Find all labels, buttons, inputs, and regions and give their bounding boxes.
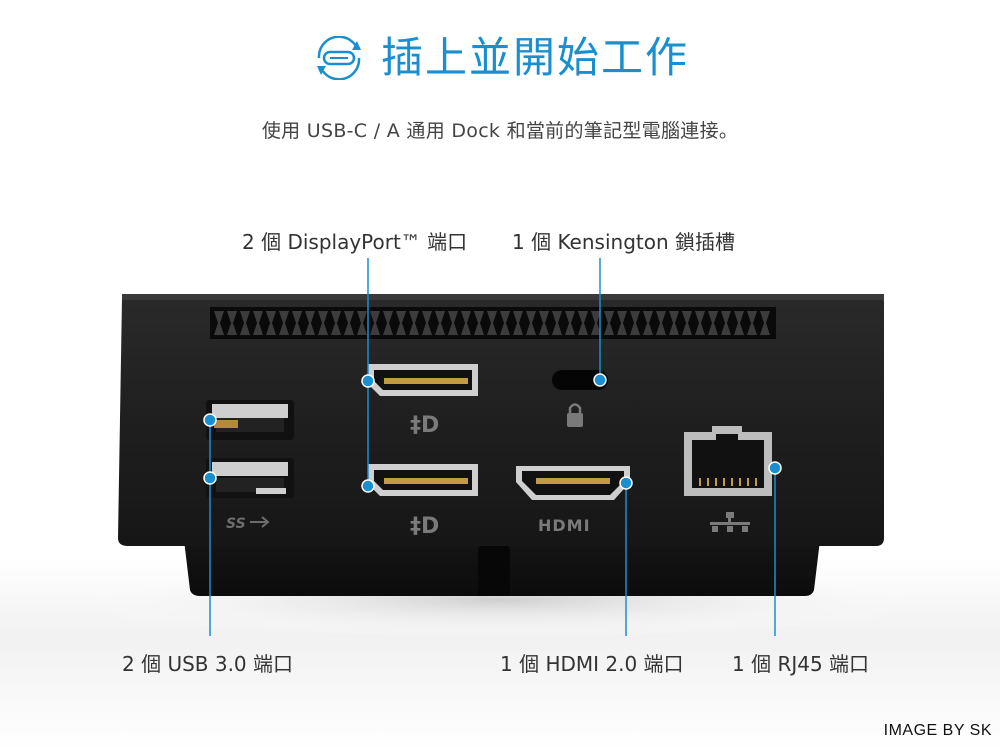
- kensington-slot: [552, 370, 608, 390]
- vent-slot: [435, 311, 445, 335]
- vent-slot: [448, 311, 458, 335]
- vent-slot: [396, 311, 406, 335]
- vent-slot: [656, 311, 666, 335]
- vent-slot: [279, 311, 289, 335]
- dot-usb-top: [203, 413, 217, 427]
- callout-dots: [203, 373, 782, 493]
- image-credit: IMAGE BY SK: [883, 722, 992, 739]
- dock-top-edge: [122, 294, 884, 300]
- dot-displayport-bottom: [361, 479, 375, 493]
- vent-slot: [253, 311, 263, 335]
- vent-slot: [617, 311, 627, 335]
- vent-slot: [565, 311, 575, 335]
- vent-slot: [305, 311, 315, 335]
- vent-slot: [695, 311, 705, 335]
- vent-slot: [734, 311, 744, 335]
- page-subtitle: 使用 USB-C / A 通用 Dock 和當前的筆記型電腦連接。: [261, 120, 739, 142]
- vent-slot: [266, 311, 276, 335]
- callout-rj45: 1 個 RJ45 端口: [732, 652, 870, 676]
- svg-text:‡D: ‡D: [410, 413, 439, 438]
- network-icon: [710, 512, 750, 532]
- vent-slot: [331, 311, 341, 335]
- callout-kensington: 1 個 Kensington 鎖插槽: [512, 230, 735, 254]
- header: 插上並開始工作: [0, 28, 1000, 88]
- vent-slot: [422, 311, 432, 335]
- vent-slot: [227, 311, 237, 335]
- lock-icon: [567, 403, 583, 427]
- vent-slot: [669, 311, 679, 335]
- usb-port-bottom: [206, 458, 294, 498]
- vent-slots: [214, 311, 770, 335]
- callout-displayport: 2 個 DisplayPort™ 端口: [242, 230, 468, 254]
- vent-slot: [578, 311, 588, 335]
- callout-usb: 2 個 USB 3.0 端口: [122, 652, 294, 676]
- vent-slot: [552, 311, 562, 335]
- vent-slot: [318, 311, 328, 335]
- vent-slot: [747, 311, 757, 335]
- displayport-bottom: [368, 464, 478, 496]
- usb-ss-logo: SS: [226, 516, 270, 532]
- vent-slot: [591, 311, 601, 335]
- vent-slot: [604, 311, 614, 335]
- vent-slot: [409, 311, 419, 335]
- rj45-port: [684, 426, 772, 496]
- displayport-icon-top: ‡D: [410, 413, 439, 438]
- page-title: 插上並開始工作: [380, 33, 689, 82]
- vent-slot: [630, 311, 640, 335]
- vent-slot: [526, 311, 536, 335]
- vent-slot: [487, 311, 497, 335]
- vent-slot: [474, 311, 484, 335]
- callout-lines: [209, 258, 776, 636]
- vent-slot: [539, 311, 549, 335]
- usb-ss-label: SS: [226, 516, 246, 532]
- vent-slot: [344, 311, 354, 335]
- vent-slot: [500, 311, 510, 335]
- vent-slot: [357, 311, 367, 335]
- cable-notch: [478, 544, 510, 596]
- vent-slot: [513, 311, 523, 335]
- hdmi-port: [516, 466, 630, 500]
- callout-hdmi: 1 個 HDMI 2.0 端口: [500, 652, 684, 676]
- vent-slot: [708, 311, 718, 335]
- displayport-top: [368, 364, 478, 396]
- displayport-icon-bottom: ‡D: [410, 514, 439, 539]
- usb-port-top: [206, 400, 294, 440]
- vent-slot: [370, 311, 380, 335]
- vent-slot: [643, 311, 653, 335]
- vent-slot: [461, 311, 471, 335]
- svg-text:‡D: ‡D: [410, 514, 439, 539]
- dot-rj45: [768, 461, 782, 475]
- vent-slot: [383, 311, 393, 335]
- dot-usb-bottom: [203, 471, 217, 485]
- vent-slot: [292, 311, 302, 335]
- dot-displayport-top: [361, 374, 375, 388]
- vent-slot: [721, 311, 731, 335]
- vent-slot: [760, 311, 770, 335]
- vent-slot: [240, 311, 250, 335]
- vent-slot: [682, 311, 692, 335]
- usb-c-refresh-icon: [316, 36, 361, 80]
- vent-slot: [214, 311, 224, 335]
- hdmi-label: HDMI: [538, 516, 591, 535]
- dot-kensington: [593, 373, 607, 387]
- dot-hdmi: [619, 476, 633, 490]
